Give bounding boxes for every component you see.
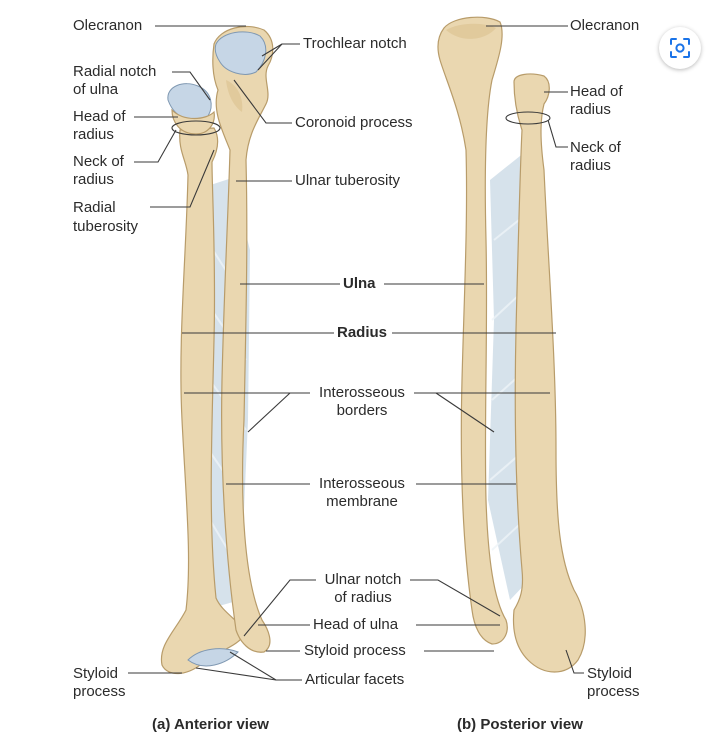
label-ulnar-notch-line2: of radius: [334, 589, 392, 606]
posterior-view-illustration: [437, 16, 586, 673]
anterior-trochlear-notch-cartilage: [214, 31, 267, 75]
label-radial-tuberosity-line2: tuberosity: [73, 218, 139, 235]
label-articular-facets: Articular facets: [305, 671, 405, 688]
label-ulna: Ulna: [343, 275, 376, 292]
label-styloid-posterior-line1: Styloid: [587, 665, 633, 682]
label-interosseous-borders-line2: borders: [336, 402, 388, 419]
label-radial-notch-line2: of ulna: [73, 81, 119, 98]
label-styloid-anterior-line2: process: [73, 683, 126, 700]
label-head-of-ulna: Head of ulna: [313, 616, 399, 633]
label-styloid-posterior-line2: process: [587, 683, 640, 700]
label-styloid-anterior-line1: Styloid: [73, 665, 119, 682]
label-interosseous-borders-line1: Interosseous: [319, 384, 405, 401]
label-neck-of-radius-posterior-line2: radius: [570, 157, 611, 174]
label-trochlear-notch: Trochlear notch: [303, 35, 407, 52]
label-styloid-process-center: Styloid process: [304, 642, 406, 659]
label-head-of-radius-anterior-line2: radius: [73, 126, 114, 143]
label-neck-of-radius-posterior-line1: Neck of: [570, 139, 621, 156]
caption-anterior-view: (a) Anterior view: [152, 716, 269, 733]
label-head-of-radius-anterior-line1: Head of: [73, 108, 126, 125]
posterior-neck-ring: [505, 111, 551, 125]
posterior-olecranon-shade: [446, 23, 496, 39]
caption-posterior-view: (b) Posterior view: [457, 716, 583, 733]
label-radial-notch-line1: Radial notch: [73, 63, 157, 80]
anterior-view-illustration: [160, 25, 274, 674]
anterior-coronoid-shade: [226, 80, 243, 112]
visual-search-icon: [670, 38, 690, 58]
label-olecranon-anterior: Olecranon: [73, 17, 143, 34]
visual-search-button[interactable]: [659, 27, 701, 69]
anterior-articular-facet: [187, 648, 239, 667]
anterior-ulna-bone: [212, 25, 274, 653]
label-ulnar-notch-line1: Ulnar notch: [324, 571, 402, 588]
anterior-radial-head: [171, 108, 215, 135]
label-ulnar-tuberosity: Ulnar tuberosity: [295, 172, 401, 189]
label-head-of-radius-posterior-line2: radius: [570, 101, 611, 118]
label-coronoid-process: Coronoid process: [295, 114, 413, 131]
posterior-ulna-bone: [437, 16, 508, 645]
label-radial-tuberosity-line1: Radial: [73, 199, 116, 216]
label-radius: Radius: [337, 324, 388, 341]
label-olecranon-posterior: Olecranon: [570, 17, 640, 34]
posterior-radius-bone: [512, 73, 586, 673]
label-interosseous-membrane-line2: membrane: [326, 493, 398, 510]
label-neck-of-radius-anterior-line1: Neck of: [73, 153, 124, 170]
label-interosseous-membrane-line1: Interosseous: [319, 475, 405, 492]
anterior-neck-ring: [171, 120, 221, 136]
leader-lines: [128, 25, 584, 681]
label-neck-of-radius-anterior-line2: radius: [73, 171, 114, 188]
label-head-of-radius-posterior-line1: Head of: [570, 83, 623, 100]
